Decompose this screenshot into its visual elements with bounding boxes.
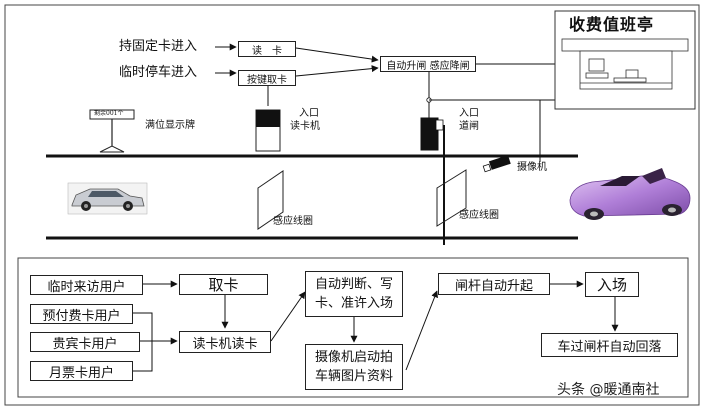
flow-frame [17, 257, 689, 398]
booth-title: 收费值班亭 [569, 15, 655, 34]
watermark: 头条 @暖通南社 [557, 382, 660, 398]
entry-reader-label-2: 读卡机 [290, 121, 320, 132]
entry-card-reader-top [256, 110, 280, 127]
display-board-text: 剩余001个 [94, 110, 124, 117]
press-button-card-box: 按键取卡 [238, 70, 296, 86]
flow-camera-capture: 摄像机启动拍车辆图片资料 [305, 344, 403, 390]
purple-convertible-image [569, 168, 691, 220]
flow-arrow-read-to-judge [270, 291, 306, 342]
induction-loop-2 [436, 169, 467, 227]
button-to-barrier-arrow [295, 65, 379, 77]
fixed-card-entry-label: 持固定卡进入 [119, 39, 198, 54]
entry-gate-body [420, 117, 439, 151]
camera-icon [482, 155, 511, 173]
induction-loop-1 [257, 170, 284, 230]
suv-car-image [67, 182, 148, 215]
flow-vip-user: 贵宾卡用户 [30, 332, 140, 352]
auto-barrier-box: 自动升闸 感应降闸 [380, 56, 476, 72]
flow-arrow-camera-to-gate [405, 290, 438, 371]
flow-take-card: 取卡 [179, 274, 268, 295]
outer-frame [4, 4, 700, 406]
induction-loop-label-2: 感应线圈 [459, 210, 499, 221]
flow-arrow-prepaid [133, 312, 178, 345]
read-card-box: 读 卡 [238, 41, 296, 57]
flow-auto-judge: 自动判断、写卡、准许入场 [305, 271, 403, 317]
entry-gate-label-2: 道闸 [459, 121, 479, 132]
camera-label: 摄像机 [517, 162, 547, 173]
reader-to-barrier-arrow [295, 47, 379, 63]
entry-gate-label-1: 入口 [459, 108, 479, 119]
flow-gate-up: 闸杆自动升起 [438, 273, 550, 295]
induction-loop-label-1: 感应线圈 [273, 216, 313, 227]
flow-temp-visitor: 临时来访用户 [30, 275, 143, 295]
flow-gate-down: 车过闸杆自动回落 [541, 333, 678, 357]
display-base [99, 145, 125, 153]
flow-prepaid-user: 预付费卡用户 [30, 304, 133, 324]
flow-enter: 入场 [585, 272, 639, 297]
flow-monthly-user: 月票卡用户 [30, 361, 133, 381]
booth-monitor-icon [588, 58, 605, 72]
entry-reader-label-1: 入口 [299, 108, 319, 119]
display-board-label: 满位显示牌 [145, 120, 195, 131]
flow-reader-reads: 读卡机读卡 [179, 331, 271, 353]
flow-line-monthly [133, 341, 153, 372]
booth-printer-icon [625, 69, 639, 79]
booth-roof [561, 38, 689, 52]
temp-parking-entry-label: 临时停车进入 [119, 65, 198, 80]
